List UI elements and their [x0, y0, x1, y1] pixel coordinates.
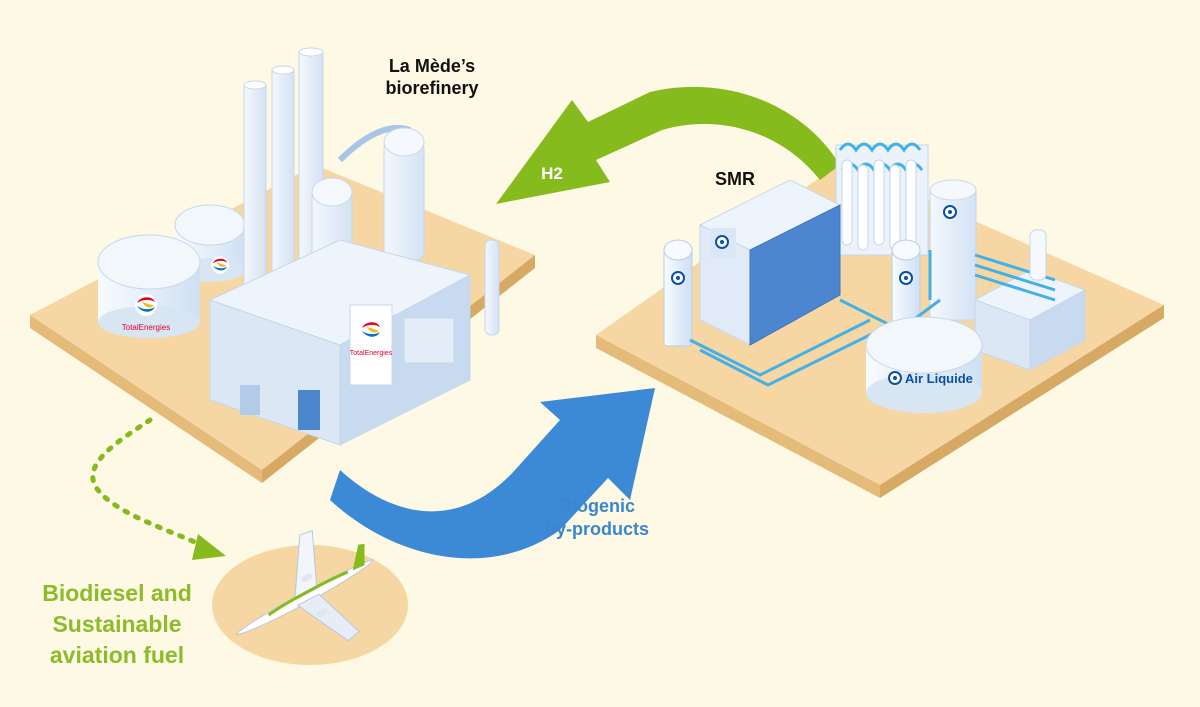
- air-liquide-dome-tank: Air Liquide: [865, 316, 983, 413]
- airplane-icon: [234, 530, 374, 642]
- smr-compressor-unit: [973, 229, 1087, 371]
- smr-column: [929, 179, 977, 321]
- air-liquide-logo-icon: [888, 371, 902, 385]
- smr-label: SMR: [715, 169, 755, 189]
- smr-plant: Air Liquide: [663, 142, 1087, 413]
- biogenic-label-line1: Biogenic: [559, 496, 635, 516]
- totalenergies-logo-icon: [135, 294, 157, 316]
- smr-vessel-left: [663, 239, 693, 347]
- totalenergies-logo-icon: [211, 256, 229, 274]
- fuel-label-line3: aviation fuel: [50, 642, 184, 668]
- h2-arrow: [496, 86, 840, 204]
- air-liquide-wordmark: Air Liquide: [905, 371, 973, 386]
- smr-main-building: [698, 179, 842, 346]
- reformer-tubes: [835, 142, 929, 256]
- h2-label: H2: [541, 164, 563, 183]
- fuel-arrowhead: [192, 534, 226, 560]
- biogenic-arrow: [330, 388, 655, 559]
- totalenergies-wordmark: TotalEnergies: [122, 323, 170, 332]
- biogenic-label-line2: by-products: [545, 519, 649, 539]
- refinery-title-line1: La Mède’s: [389, 56, 475, 76]
- fuel-label-line1: Biodiesel and: [42, 580, 192, 606]
- totalenergies-wordmark: TotalEnergies: [350, 350, 393, 357]
- chimneys: [243, 47, 324, 301]
- refinery-plant: TotalEnergies TotalEnergies: [97, 47, 500, 446]
- fuel-dotted-path: [90, 417, 211, 551]
- fuel-label-line2: Sustainable: [52, 611, 181, 637]
- totalenergies-logo-icon: [360, 319, 382, 341]
- refinery-main-building: [208, 239, 500, 446]
- refinery-title-line2: biorefinery: [385, 78, 478, 98]
